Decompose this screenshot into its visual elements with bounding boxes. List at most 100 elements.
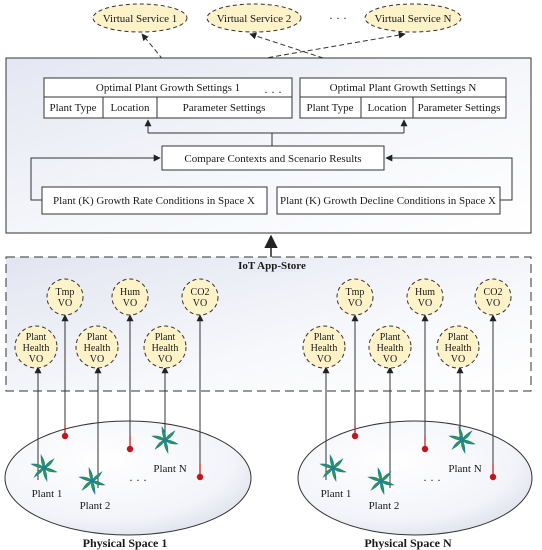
- physical-space-n-label: Physical Space N: [364, 536, 452, 550]
- physical-space-n-region: [297, 420, 533, 536]
- physical-space-1-region: [4, 420, 252, 536]
- svg-text:VO: VO: [348, 298, 362, 309]
- settings-1-col-plant-type: Plant Type: [50, 102, 97, 114]
- svg-text:Health: Health: [311, 343, 338, 354]
- svg-text:Health: Health: [445, 343, 472, 354]
- svg-text:CO2: CO2: [484, 287, 503, 298]
- virtual-service-n-node: [364, 3, 462, 33]
- app-store-label-bg: [243, 259, 301, 272]
- svg-text:VO: VO: [90, 354, 104, 365]
- plant-label: Plant 2: [369, 500, 400, 512]
- growth-decline-box-label: Plant (K) Growth Decline Conditions in S…: [280, 195, 496, 207]
- sensor-stubs: [61, 425, 497, 481]
- virtual-service-1-label: Virtual Service 1: [103, 13, 177, 25]
- hum-vo-node: Hum VO: [111, 278, 149, 316]
- iot-app-store-region: [5, 256, 532, 392]
- plant-icon: [30, 454, 58, 482]
- svg-text:Plant: Plant: [448, 332, 469, 343]
- space-n-plant-labels: Plant 1 Plant 2 Plant N · · ·: [321, 463, 482, 512]
- vo-nodes: Tmp VO Hum VO CO2 VO Plant Health VO Pla…: [14, 278, 512, 369]
- settings-1-title: Optimal Plant Growth Settings 1: [96, 82, 240, 94]
- plant-icons: [30, 426, 476, 495]
- virtual-service-1-node: [92, 3, 188, 33]
- svg-text:VO: VO: [29, 354, 43, 365]
- co2-vo-node: CO2 VO: [474, 278, 512, 316]
- settings-1-col-parameter: Parameter Settings: [183, 102, 266, 114]
- growth-rate-box: [41, 186, 268, 215]
- compare-to-settings-links: [144, 119, 408, 146]
- sensor-icon: [489, 473, 497, 481]
- svg-text:VO: VO: [123, 298, 137, 309]
- plant-dots: · · ·: [129, 473, 147, 487]
- svg-text:VO: VO: [193, 298, 207, 309]
- space-1-plant-labels: Plant 1 Plant 2 Plant N · · ·: [32, 463, 187, 512]
- settings-n-col-plant-type: Plant Type: [307, 102, 354, 114]
- plant-health-vo-node: Plant Health VO: [143, 325, 187, 369]
- plant-health-vo-node: Plant Health VO: [14, 325, 58, 369]
- virtual-service-2-label: Virtual Service 2: [217, 13, 291, 25]
- svg-text:Plant: Plant: [87, 332, 108, 343]
- plant-health-vo-node: Plant Health VO: [436, 325, 480, 369]
- svg-text:Plant: Plant: [155, 332, 176, 343]
- plant-label: Plant N: [448, 463, 481, 475]
- svg-text:Plant: Plant: [26, 332, 47, 343]
- app-store-label: IoT App-Store: [238, 260, 306, 272]
- growth-rate-box-label: Plant (K) Growth Rate Conditions in Spac…: [53, 195, 255, 207]
- svg-text:VO: VO: [58, 298, 72, 309]
- plant-icon: [151, 426, 179, 454]
- growth-decline-box: [276, 186, 501, 215]
- virtual-service-n-label: Virtual Service N: [375, 13, 452, 25]
- svg-text:VO: VO: [158, 354, 172, 365]
- plant-label: Plant 1: [321, 488, 352, 500]
- settings-ellipsis: · · ·: [264, 85, 282, 99]
- sensor-icon: [196, 473, 204, 481]
- plant-icon: [448, 426, 476, 454]
- sensor-icon: [126, 445, 134, 453]
- sensor-icon: [351, 432, 359, 440]
- compare-box-label: Compare Contexts and Scenario Results: [184, 153, 361, 165]
- svg-text:VO: VO: [418, 298, 432, 309]
- svg-text:Plant: Plant: [380, 332, 401, 343]
- svg-text:Health: Health: [152, 343, 179, 354]
- svg-text:CO2: CO2: [191, 287, 210, 298]
- svg-text:Hum: Hum: [415, 287, 435, 298]
- settings-n-col-location: Location: [367, 102, 407, 114]
- plant-label: Plant 1: [32, 488, 63, 500]
- plant-icon: [319, 454, 347, 482]
- physical-space-1-label: Physical Space 1: [83, 536, 168, 550]
- hum-vo-node: Hum VO: [406, 278, 444, 316]
- plant-label: Plant 2: [80, 500, 111, 512]
- settings-n-title: Optimal Plant Growth Settings N: [330, 82, 477, 94]
- svg-text:Health: Health: [84, 343, 111, 354]
- settings-table-n: Optimal Plant Growth Settings N Plant Ty…: [299, 77, 507, 119]
- sensor-icon: [421, 445, 429, 453]
- compare-box: [161, 145, 385, 171]
- tmp-vo-node: Tmp VO: [336, 278, 374, 316]
- plant-dots: · · ·: [423, 473, 441, 487]
- svg-text:Health: Health: [23, 343, 50, 354]
- virtual-service-row: Virtual Service 1 Virtual Service 2 · · …: [92, 3, 462, 33]
- settings-n-col-parameter: Parameter Settings: [418, 102, 501, 114]
- svg-text:Plant: Plant: [314, 332, 335, 343]
- svg-text:VO: VO: [451, 354, 465, 365]
- plant-health-vo-node: Plant Health VO: [302, 325, 346, 369]
- plant-icon: [367, 467, 395, 495]
- svg-text:VO: VO: [486, 298, 500, 309]
- virtual-service-ellipsis: · · ·: [329, 11, 347, 25]
- svg-text:VO: VO: [317, 354, 331, 365]
- sensor-icon: [61, 432, 69, 440]
- plant-health-vo-node: Plant Health VO: [75, 325, 119, 369]
- co2-vo-node: CO2 VO: [181, 278, 219, 316]
- plant-label: Plant N: [153, 463, 186, 475]
- svg-text:Tmp: Tmp: [56, 287, 75, 298]
- svg-text:VO: VO: [383, 354, 397, 365]
- settings-1-col-location: Location: [110, 102, 150, 114]
- condition-to-compare-links: [30, 154, 513, 201]
- settings-table-1: Optimal Plant Growth Settings 1 Plant Ty…: [43, 77, 293, 119]
- svg-text:Tmp: Tmp: [346, 287, 365, 298]
- svg-text:Hum: Hum: [120, 287, 140, 298]
- tmp-vo-node: Tmp VO: [46, 278, 84, 316]
- plant-health-vo-node: Plant Health VO: [368, 325, 412, 369]
